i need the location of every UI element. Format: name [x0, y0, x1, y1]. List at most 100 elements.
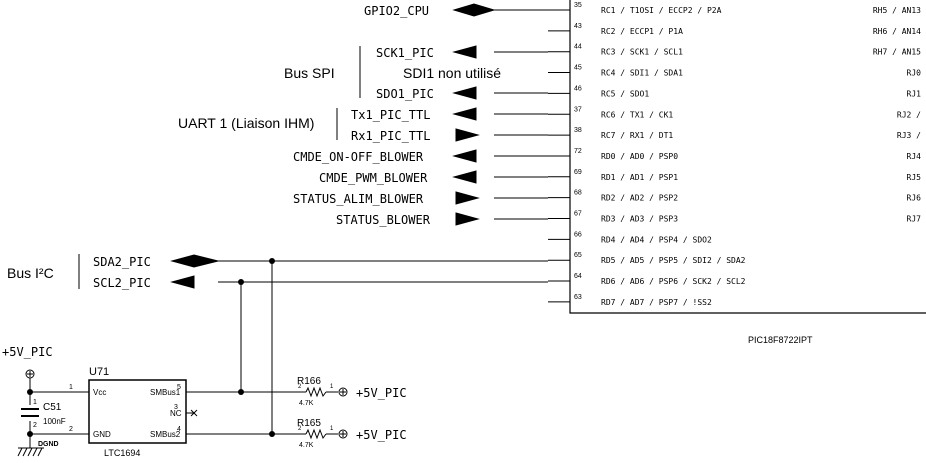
net-label-rx1: Rx1_PIC_TTL [351, 129, 430, 143]
bidir-connector-sda2 [170, 254, 219, 268]
pic-right-pin-label: RH6 / AN14 [873, 27, 921, 36]
u71-smbus-accelerator: U71 LTC1694 Vcc GND SMBus1 NC SMBus2 1 2… [69, 366, 187, 458]
i2c-wiring [29, 261, 338, 448]
note-sdi1: SDI1 non utilisé [403, 65, 501, 81]
group-label-bus-i2c: Bus I²C [7, 265, 54, 281]
pic-pin-label: RC5 / SDO1 [601, 89, 649, 98]
u71-pin-smbus1: SMBus1 [150, 388, 181, 397]
power-5v-r165-icon [338, 429, 348, 439]
pic-right-pin-label: RJ0 [907, 69, 922, 78]
net-label-scl2: SCL2_PIC [93, 276, 151, 290]
pic-right-pin-label: RJ2 / [897, 110, 921, 119]
pic-pin-number: 45 [574, 65, 582, 72]
pic-pin-number: 69 [574, 169, 582, 176]
junction-c51-top [27, 389, 33, 395]
r166-value: 4.7K [299, 400, 314, 407]
junction-sda2 [269, 258, 275, 264]
u71-pin-num-2: 2 [69, 426, 73, 433]
resistor-r165: R165 4.7K 2 1 [297, 418, 334, 449]
input-connector-tx1 [452, 107, 477, 121]
net-connectors [170, 3, 496, 289]
pic-pin-label: RC7 / RX1 / DT1 [601, 131, 673, 140]
pic-right-pin-label: RH7 / AN15 [873, 48, 921, 57]
net-label-tx1: Tx1_PIC_TTL [351, 108, 430, 122]
power-label-5v-r166: +5V_PIC [356, 386, 407, 400]
pic-pin-label: RD2 / AD2 / PSP2 [601, 194, 678, 203]
pic-pin-number: 37 [574, 106, 582, 113]
net-label-cmde-pwm: CMDE_PWM_BLOWER [319, 171, 428, 185]
pic-pin-label: RC4 / SDI1 / SDA1 [601, 69, 683, 78]
pic-pin-label: RD5 / AD5 / PSP5 / SDI2 / SDA2 [601, 256, 746, 265]
power-label-5v-left: +5V_PIC [2, 345, 53, 359]
pic-pin-number: 43 [574, 23, 582, 30]
r165-value: 4.7K [299, 442, 314, 449]
pic-right-pin-label: RJ1 [907, 89, 922, 98]
pic-pin-number: 44 [574, 44, 582, 51]
group-label-uart1: UART 1 (Liaison IHM) [178, 115, 314, 131]
u71-pin-num-5: 5 [177, 384, 181, 391]
u71-ref: U71 [89, 366, 109, 378]
r166-pin1: 1 [330, 384, 334, 390]
power-5v-left-icon [25, 369, 35, 379]
pic-pin-label: RC3 / SCK1 / SCL1 [601, 48, 683, 57]
c51-ref: C51 [43, 402, 62, 413]
pic-pin-number: 68 [574, 190, 582, 197]
c51-pin1: 1 [33, 399, 37, 406]
group-annotations [78, 46, 361, 289]
u71-part: LTC1694 [104, 448, 140, 458]
c51-value: 100nF [43, 417, 66, 426]
r165-pin1: 1 [330, 426, 334, 432]
c51-pin2: 2 [33, 422, 37, 429]
net-label-sck1: SCK1_PIC [376, 46, 434, 60]
pic-part-name: PIC18F8722IPT [748, 335, 813, 345]
pic-right-pin-label: RJ5 [907, 173, 922, 182]
bidir-connector-gpio2 [452, 3, 496, 17]
pic-pin-label: RC1 / T1OSI / ECCP2 / P2A [601, 6, 722, 15]
u71-pin-smbus2: SMBus2 [150, 430, 181, 439]
pic-pin-number: 38 [574, 127, 582, 134]
input-connector-scl2 [170, 275, 195, 289]
output-connector-rx1 [455, 128, 480, 142]
net-label-status: STATUS_BLOWER [336, 213, 431, 227]
r165-ref: R165 [297, 418, 321, 429]
ground-icon [17, 447, 44, 457]
input-connector-cmde-onoff [452, 149, 477, 163]
pic-pin-label: RC2 / ECCP1 / P1A [601, 27, 683, 36]
resistor-r166: R166 4.7K 2 1 [297, 376, 334, 407]
r166-ref: R166 [297, 376, 321, 387]
junction-smbus2 [269, 431, 275, 437]
pic-right-pin-label: RJ4 [907, 152, 922, 161]
u71-pin-gnd: GND [93, 430, 111, 439]
power-5v-r166-icon [338, 387, 348, 397]
pic-pin-label: RD7 / AD7 / PSP7 / !SS2 [601, 298, 712, 307]
u71-pin-num-4: 4 [177, 426, 181, 433]
pic-pin-label: RD0 / AD0 / PSP0 [601, 152, 678, 161]
pic-pin-label: RD1 / AD1 / PSP1 [601, 173, 678, 182]
pic-pin-label: RC6 / TX1 / CK1 [601, 110, 673, 119]
r165-pin2: 2 [298, 426, 302, 432]
pic-pin-number: 65 [574, 252, 582, 259]
group-label-bus-spi: Bus SPI [284, 65, 335, 81]
ground-label: DGND [38, 441, 59, 448]
u71-pin-num-3: 3 [174, 404, 178, 411]
input-connector-cmde-pwm [452, 170, 477, 184]
r166-pin2: 2 [298, 384, 302, 390]
net-label-gpio2: GPIO2_CPU [364, 4, 429, 18]
output-connector-status-alim [455, 191, 480, 205]
u71-pin-vcc: Vcc [93, 388, 106, 397]
junction-c51-bottom [27, 431, 33, 437]
net-label-sda2: SDA2_PIC [93, 255, 151, 269]
pic-pin-number: 67 [574, 211, 582, 218]
pic-right-pin-label: RH5 / AN13 [873, 6, 921, 15]
pic-pin-label: RD4 / AD4 / PSP4 / SDO2 [601, 235, 712, 244]
pic-pin-number: 64 [574, 273, 582, 280]
net-label-sdo1: SDO1_PIC [376, 87, 434, 101]
pic-right-pin-label: RJ7 [907, 215, 922, 224]
pic-right-pin-label: RJ6 [907, 194, 922, 203]
pic-pin-number: 63 [574, 294, 582, 301]
pic-pin-label: RD3 / AD3 / PSP3 [601, 215, 678, 224]
power-label-5v-r165: +5V_PIC [356, 428, 407, 442]
